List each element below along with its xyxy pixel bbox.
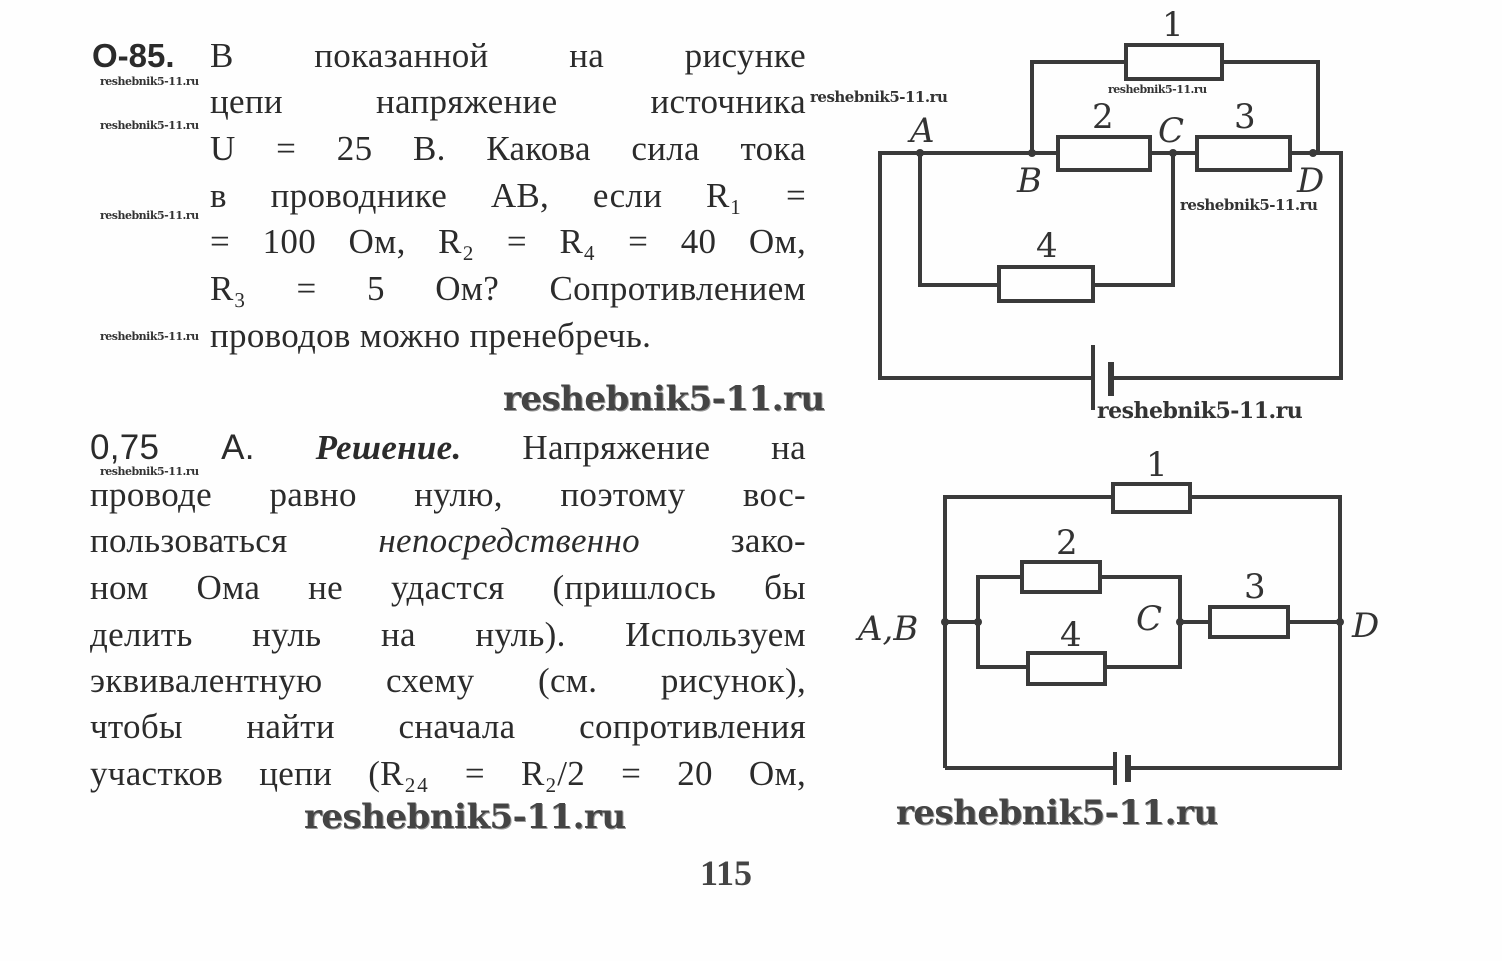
watermark: reshebnik5-11.ru	[100, 465, 199, 478]
resistor-4	[1026, 651, 1107, 686]
label-r1: 1	[1162, 5, 1184, 45]
node-c: C	[1136, 599, 1162, 639]
solution-text: пользоваться	[90, 521, 288, 560]
solution-text: Напряжение на	[522, 428, 806, 467]
problem-number: О-85.	[92, 37, 175, 74]
node-d: D	[1351, 606, 1379, 646]
problem-line: R₃ = 5 Ом? Сопротивлением	[210, 269, 806, 308]
page-number: 115	[700, 853, 753, 893]
label-r2: 2	[1092, 97, 1114, 137]
resistor-3	[1195, 135, 1292, 172]
node-d: D	[1296, 161, 1324, 201]
solution-line: пользоваться непосредственно зако-	[90, 521, 806, 560]
watermark: reshebnik5-11.ru	[1108, 83, 1207, 96]
watermark: reshebnik5-11.ru	[100, 209, 199, 222]
watermark: reshebnik5-11.ru	[100, 75, 199, 88]
solution-heading: Решение.	[315, 428, 462, 467]
watermark: reshebnik5-11.ru	[896, 793, 1218, 833]
solution-line: эквивалентную схему (см. рисунок),	[90, 661, 806, 700]
node-b: B	[1016, 161, 1042, 201]
label-r3: 3	[1244, 567, 1266, 607]
node-c: C	[1158, 111, 1184, 151]
label-r4: 4	[1036, 226, 1058, 266]
resistor-3	[1208, 605, 1290, 639]
resistor-4	[997, 265, 1095, 303]
node-a: A	[907, 111, 935, 151]
label-r4: 4	[1060, 615, 1082, 655]
problem-line: проводов можно пренебречь.	[210, 316, 652, 355]
watermark: reshebnik5-11.ru	[100, 119, 199, 132]
watermark: reshebnik5-11.ru	[810, 88, 948, 106]
solution-line-1: 0,75 А. Решение. Напряжение на	[90, 428, 806, 467]
label-r1: 1	[1146, 445, 1168, 485]
solution-line: участков цепи (R₂₄ = R₂/2 = 20 Ом,	[90, 754, 806, 793]
watermark: reshebnik5-11.ru	[1097, 398, 1303, 424]
solution-line: чтобы найти сначала сопротивления	[90, 707, 806, 746]
watermark: reshebnik5-11.ru	[503, 379, 825, 419]
watermark: reshebnik5-11.ru	[304, 797, 626, 837]
problem-line: цепи напряжение источника	[210, 82, 806, 121]
solution-emphasis: непосредственно	[378, 521, 640, 560]
resistor-2	[1056, 135, 1152, 172]
node-ab: A,B	[855, 609, 918, 649]
label-r2: 2	[1056, 523, 1078, 563]
problem-line: в проводнике AB, если R₁ =	[210, 176, 806, 215]
solution-line: делить нуль на нуль). Используем	[90, 615, 806, 654]
answer: 0,75 А.	[90, 428, 255, 467]
resistor-1	[1111, 482, 1192, 514]
solution-line: ном Ома не удастся (пришлось бы	[90, 568, 806, 607]
resistor-1	[1124, 43, 1224, 81]
watermark: reshebnik5-11.ru	[1180, 196, 1318, 214]
watermark: reshebnik5-11.ru	[100, 330, 199, 343]
problem-line: = 100 Ом, R₂ = R₄ = 40 Ом,	[210, 222, 806, 261]
problem-line: В показанной на рисунке	[210, 36, 806, 75]
resistor-2	[1020, 560, 1102, 594]
problem-line: U = 25 В. Какова сила тока	[210, 129, 806, 168]
label-r3: 3	[1234, 97, 1256, 137]
solution-text: зако-	[730, 521, 806, 560]
solution-line: проводе равно нулю, поэтому вос-	[90, 475, 806, 514]
